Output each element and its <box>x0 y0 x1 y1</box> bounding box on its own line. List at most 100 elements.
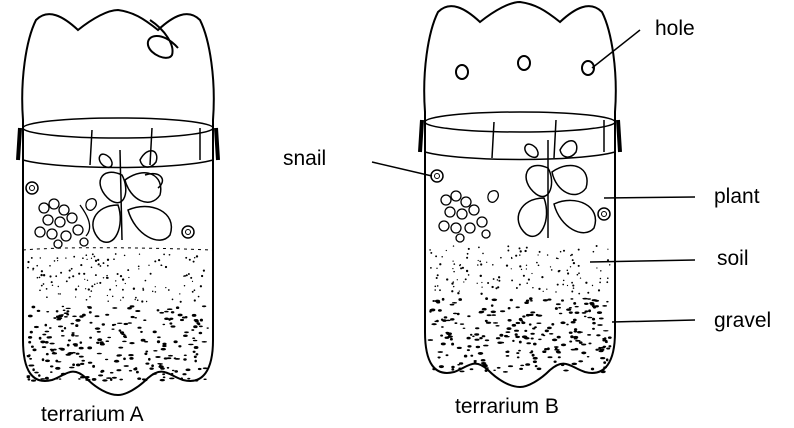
gravel-stone <box>485 367 489 369</box>
gravel-stone <box>556 351 561 354</box>
gravel-stone <box>50 371 53 373</box>
gravel-stone <box>160 379 165 382</box>
soil-speck <box>539 251 541 253</box>
gravel-stone <box>80 341 83 343</box>
gravel-stone <box>112 377 117 379</box>
gravel-stone <box>89 322 92 324</box>
gravel-stone <box>582 312 587 314</box>
gravel-stone <box>600 357 605 359</box>
gravel-stone <box>78 378 81 380</box>
gravel-stone <box>79 356 84 358</box>
soil-speck <box>54 260 56 262</box>
gravel-stone <box>119 379 123 381</box>
gravel-stone <box>79 347 84 350</box>
gravel-stone <box>128 354 133 356</box>
gravel-stone <box>116 355 120 357</box>
gravel-stone <box>515 333 518 336</box>
soil-speck <box>31 257 33 259</box>
soil-speck <box>482 253 484 255</box>
soil-speck <box>142 288 144 290</box>
gravel-stone <box>558 356 561 358</box>
gravel-stone <box>184 331 189 333</box>
gravel-stone <box>541 334 544 336</box>
soil-speck <box>532 287 533 288</box>
soil-speck <box>578 272 580 274</box>
soil-speck <box>148 265 149 266</box>
gravel-stone <box>450 304 455 306</box>
gravel-stone <box>45 377 49 380</box>
gravel-stone <box>144 352 147 355</box>
soil-speck <box>141 300 143 302</box>
gravel-stone <box>458 298 462 301</box>
gravel-stone <box>584 316 587 318</box>
soil-speck <box>91 285 93 287</box>
gravel-stone <box>173 340 177 343</box>
soil-speck <box>84 279 85 280</box>
gravel-stone <box>496 337 500 339</box>
gravel-stone <box>75 335 79 336</box>
gravel-stone <box>574 330 578 332</box>
gravel-stone <box>519 341 522 344</box>
gravel-stone <box>457 364 460 366</box>
soil-speck <box>596 267 597 268</box>
soil-speck <box>122 278 124 280</box>
gravel-stone <box>100 341 104 344</box>
soil-speck <box>120 275 122 277</box>
soil-speck <box>520 250 522 252</box>
gravel-stone <box>117 323 123 324</box>
gravel-stone <box>129 357 133 360</box>
gravel-stone <box>522 315 525 317</box>
gravel-stone <box>442 298 445 301</box>
soil-speck <box>563 250 565 252</box>
soil-speck <box>49 275 51 277</box>
gravel-stone <box>531 337 534 339</box>
gravel-stone <box>587 334 591 336</box>
soil-speck <box>429 249 431 251</box>
gravel-stone <box>66 314 69 316</box>
gravel-stone <box>157 309 160 311</box>
soil-speck <box>580 277 581 278</box>
soil-speck <box>158 259 160 261</box>
gravel-stone <box>162 345 166 347</box>
soil-speck <box>560 251 562 253</box>
gravel-stone <box>510 299 513 302</box>
gravel-stone <box>68 339 71 341</box>
soil-speck <box>546 289 547 290</box>
gravel-stone <box>192 314 197 317</box>
soil-speck <box>598 289 600 291</box>
gravel-stone <box>151 364 154 367</box>
gravel-stone <box>162 373 165 375</box>
soil-speck <box>87 280 88 281</box>
snail-a <box>26 182 38 194</box>
gravel-stone <box>492 298 498 301</box>
soil-speck <box>60 272 62 274</box>
gravel-stone <box>533 343 537 346</box>
gravel-stone <box>194 356 197 359</box>
soil-speck <box>555 291 556 292</box>
gravel-stone <box>530 311 535 313</box>
gravel-stone <box>186 368 191 371</box>
gravel-stone <box>599 349 604 351</box>
gravel-stone <box>493 322 498 324</box>
gravel-stone <box>203 367 208 369</box>
soil-speck <box>82 257 84 259</box>
gravel-stone <box>169 378 174 380</box>
leader-lines <box>372 30 695 322</box>
gravel-stone <box>552 339 557 342</box>
gravel-stone <box>493 370 496 371</box>
gravel-stone <box>42 346 46 348</box>
soil-speck <box>453 263 455 265</box>
gravel-stone <box>31 379 36 381</box>
soil-speck <box>86 299 88 301</box>
soil-speck <box>46 288 48 290</box>
soil-speck <box>571 254 573 256</box>
soil-speck <box>578 265 580 267</box>
soil-speck <box>115 280 116 281</box>
gravel-stone <box>49 343 54 345</box>
soil-speck <box>192 281 193 282</box>
gravel-stone <box>76 363 81 366</box>
gravel-stone <box>507 327 512 330</box>
soil-speck <box>88 288 90 290</box>
gravel-stone <box>135 310 140 312</box>
soil-speck <box>165 266 167 268</box>
